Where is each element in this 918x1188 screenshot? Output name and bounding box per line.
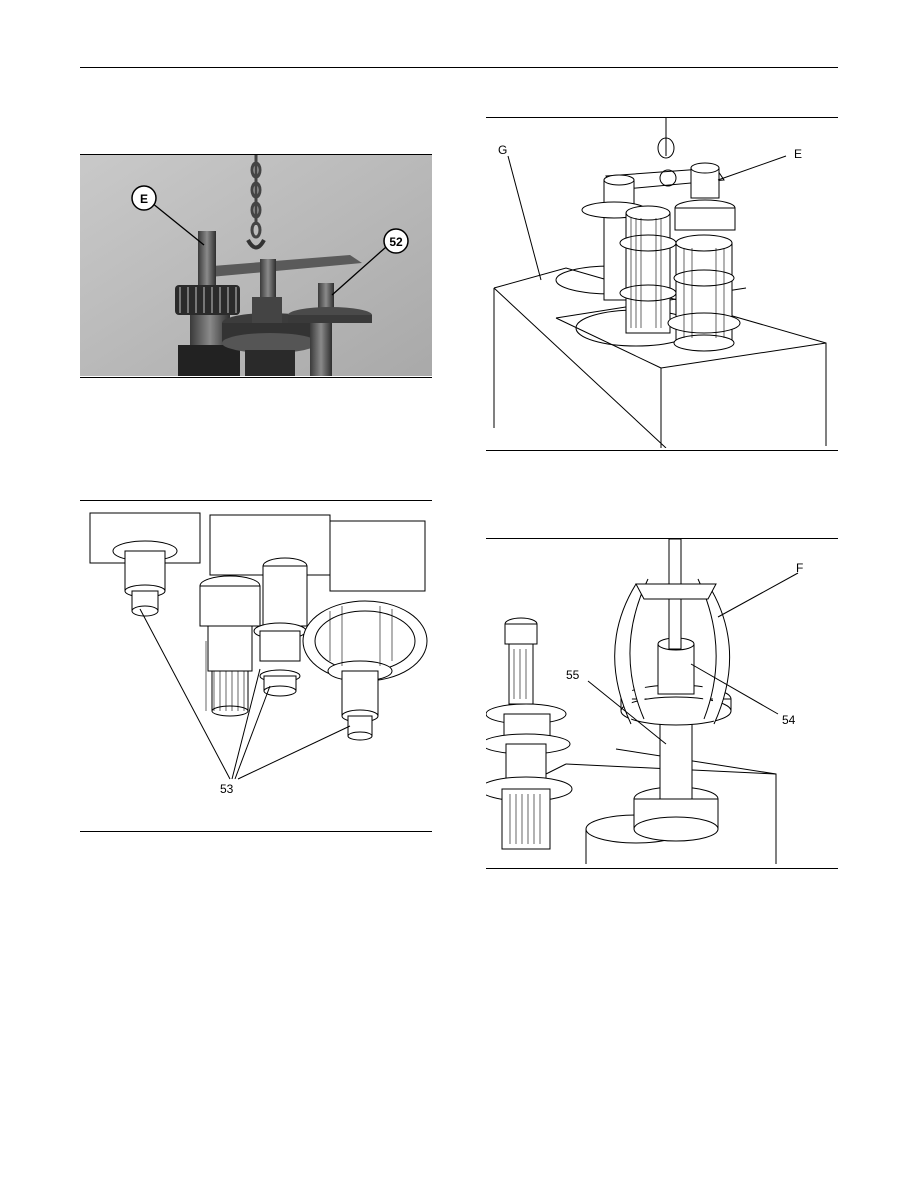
figure-1-bottom-rule (80, 377, 432, 378)
callout-53: 53 (220, 782, 234, 796)
callout-E: E (140, 192, 148, 206)
figure-2-bottom-rule (486, 450, 838, 451)
callout-55: 55 (566, 668, 580, 682)
figure-1-photo: E 52 (80, 155, 432, 376)
callout-54: 54 (782, 713, 796, 727)
figure-3-drawing: 53 (80, 501, 432, 831)
figure-3-top-rule (80, 500, 432, 501)
figure-2-top-rule (486, 117, 838, 118)
figure-4-top-rule (486, 538, 838, 539)
page-header-rule (80, 67, 838, 68)
figure-1-top-rule (80, 154, 432, 155)
callout-F: F (796, 561, 803, 575)
callout-E2: E (794, 147, 802, 161)
figure-4-svg: F 55 54 (486, 539, 803, 864)
figure-3-bottom-rule (80, 831, 432, 832)
figure-2-svg: G E (493, 118, 827, 448)
figure-4-drawing: F 55 54 (486, 539, 838, 867)
callout-52: 52 (389, 235, 403, 249)
figure-4-bottom-rule (486, 868, 838, 869)
figure-3-svg: 53 (89, 512, 428, 796)
callout-G: G (498, 143, 507, 157)
figure-2-drawing: G E (486, 118, 838, 448)
figure-1-svg: E 52 (80, 155, 432, 376)
